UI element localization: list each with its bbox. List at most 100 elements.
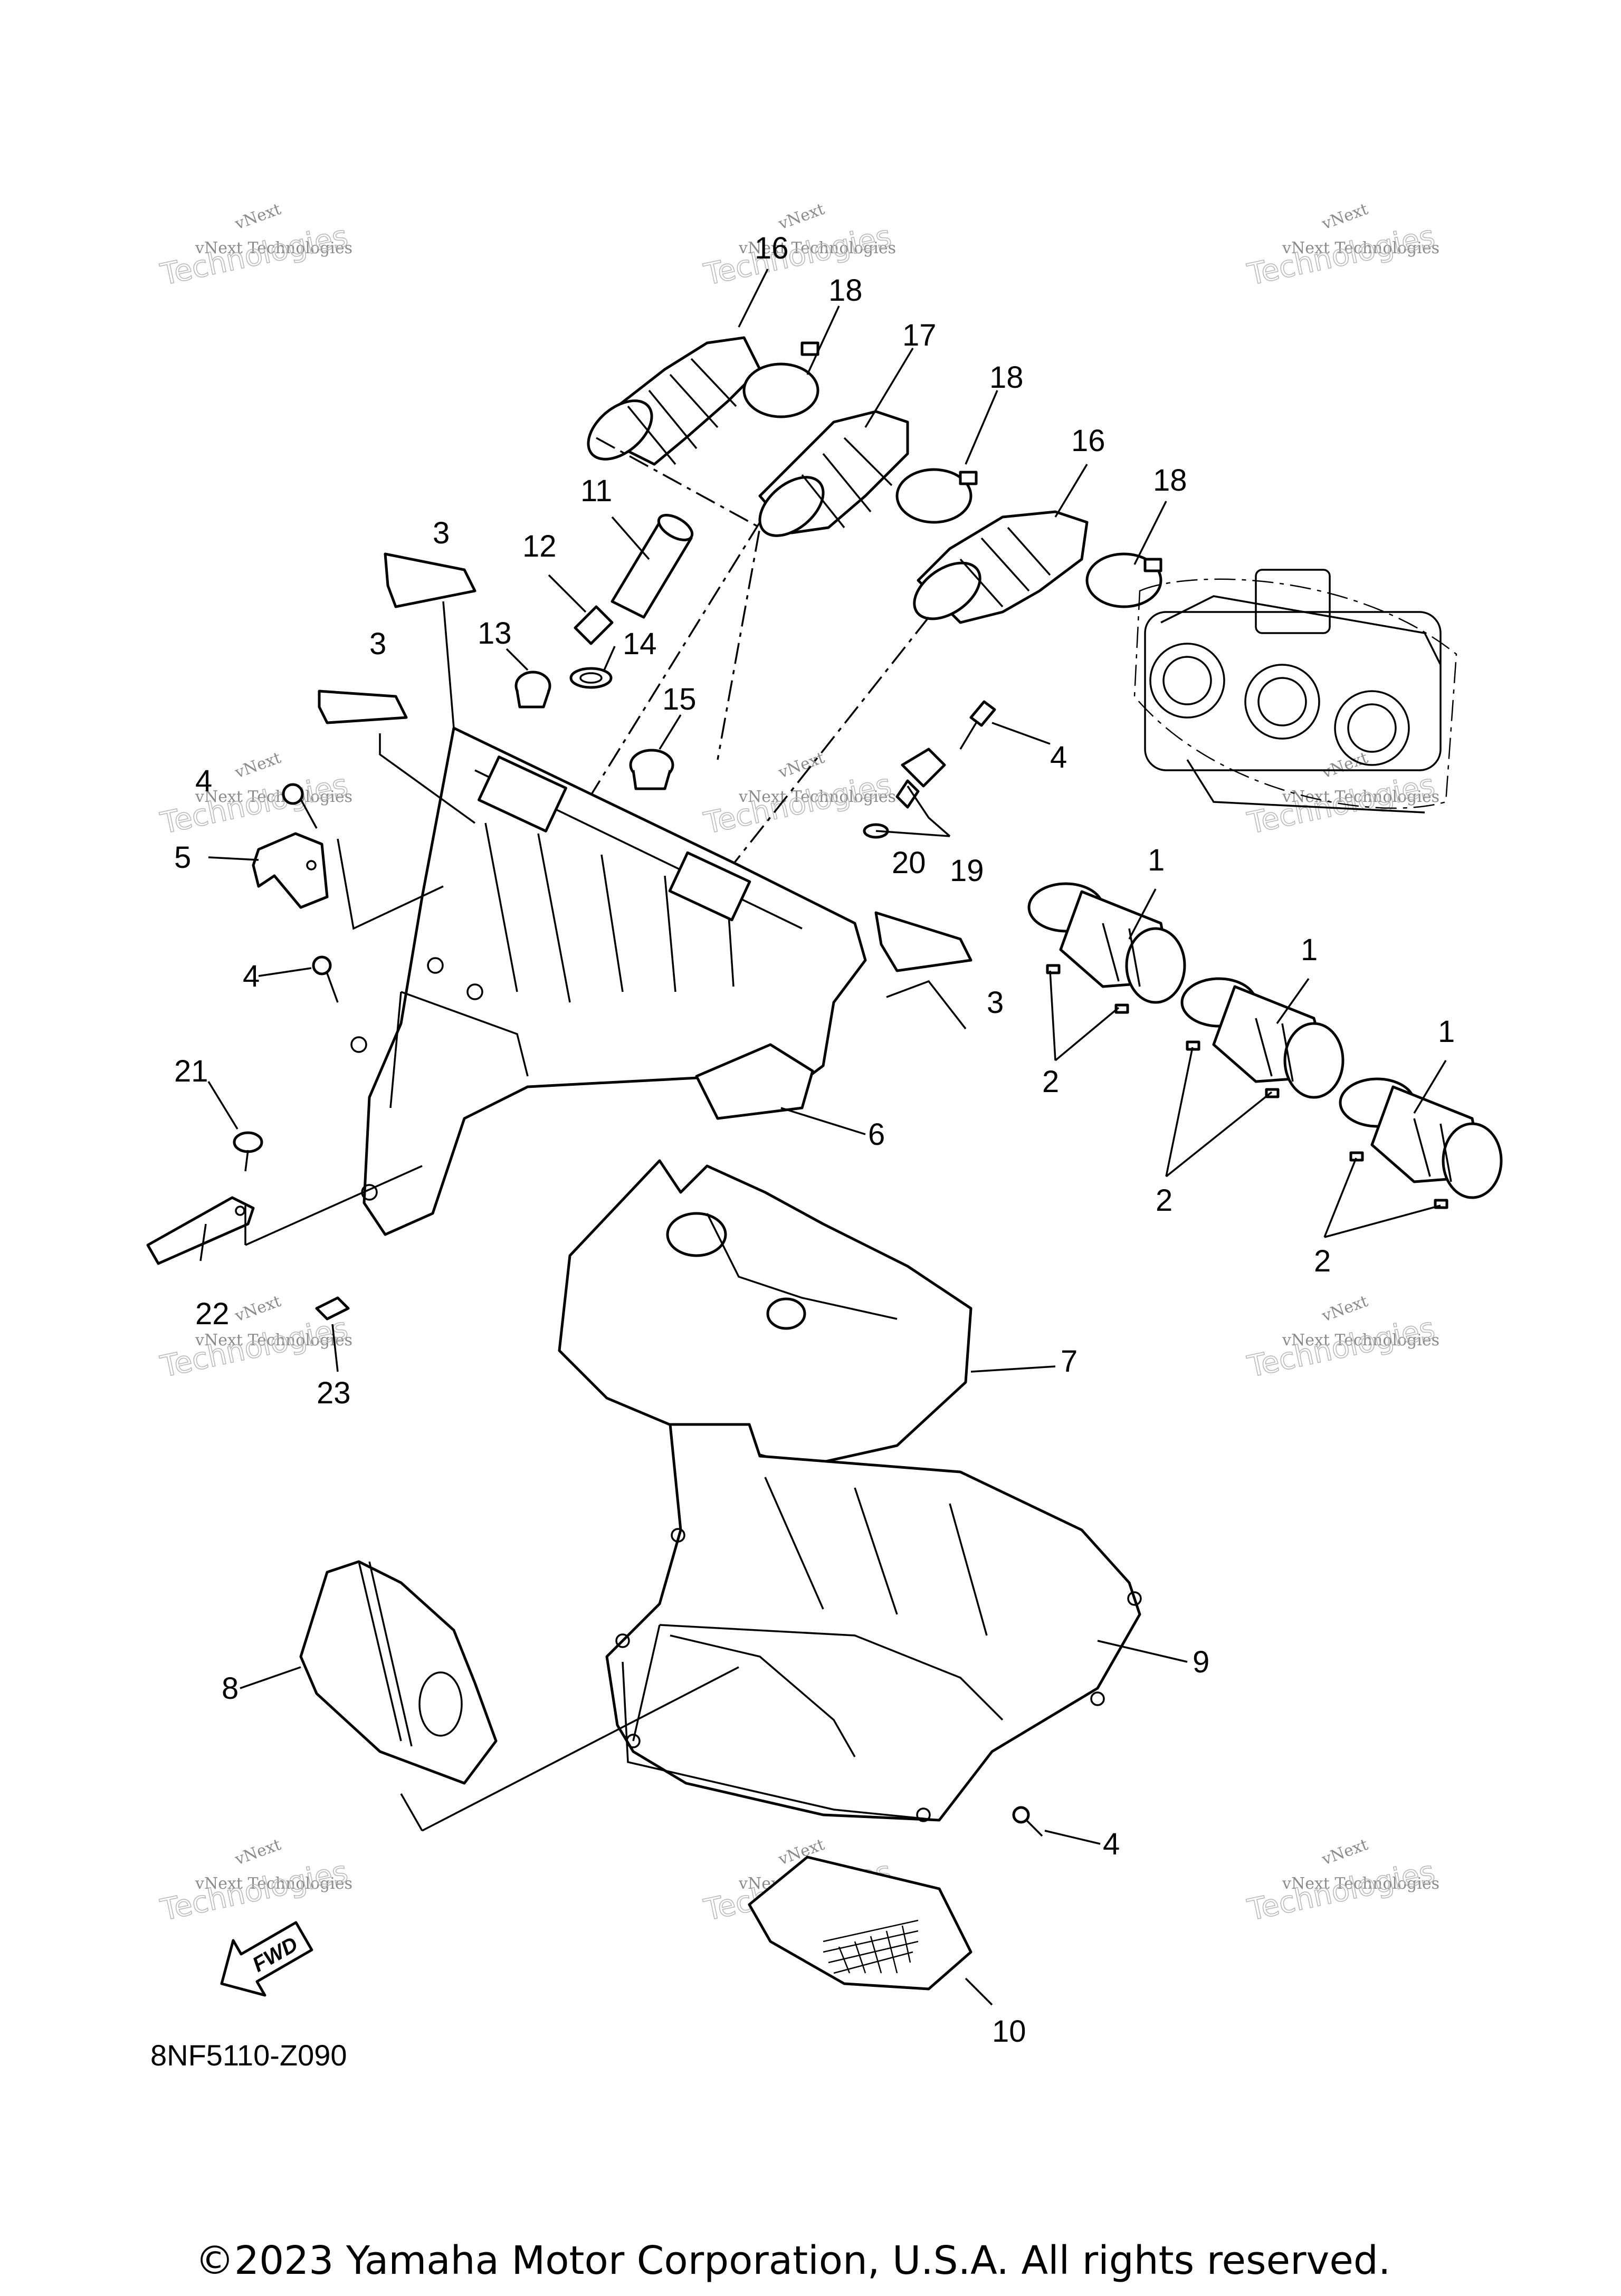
part-19-sensor: [895, 748, 946, 809]
part-22-plate: [146, 1196, 255, 1265]
svg-text:vNext: vNext: [1319, 200, 1370, 234]
part-7-duct-cover: [558, 1159, 972, 1468]
svg-text:vNext Technologies: vNext Technologies: [1282, 1874, 1439, 1893]
svg-text:vNext Technologies: vNext Technologies: [195, 1331, 352, 1350]
air-box-upper-case: [350, 726, 867, 1236]
callout-10: 10: [992, 2014, 1026, 2049]
svg-text:Technologies: Technologies: [1244, 219, 1437, 292]
callout-20: 20: [892, 846, 926, 880]
part-23-clip: [315, 1296, 350, 1321]
bolt-4-d: [1012, 1806, 1043, 1837]
intake-duct-16-right: [913, 510, 1162, 624]
callout-3: 3: [987, 986, 1004, 1020]
svg-text:Technologies: Technologies: [701, 219, 894, 292]
copyright-notice: ©2023 Yamaha Motor Corporation, U.S.A. A…: [195, 2238, 1390, 2283]
callout-12: 12: [522, 529, 557, 563]
throttle-body: [1133, 569, 1457, 814]
watermark: vNext vNext Technologies Technologies: [157, 749, 352, 841]
svg-text:vNext Technologies: vNext Technologies: [738, 239, 896, 257]
callout-3: 3: [369, 627, 386, 661]
bolt-4-a: [282, 783, 318, 829]
callout-9: 9: [1193, 1645, 1209, 1679]
svg-text:vNext Technologies: vNext Technologies: [1282, 239, 1439, 257]
svg-text:Technologies: Technologies: [157, 1311, 350, 1384]
part-3-pad-c: [874, 911, 972, 972]
svg-text:vNext: vNext: [776, 200, 827, 234]
svg-text:vNext Technologies: vNext Technologies: [195, 788, 352, 806]
part-15-grommet: [629, 749, 674, 790]
callout-7: 7: [1061, 1344, 1078, 1379]
part-9-air-box-lower: [605, 1423, 1142, 1822]
svg-text:Technologies: Technologies: [157, 219, 350, 292]
svg-text:Technologies: Technologies: [1244, 1854, 1437, 1928]
callout-1: 1: [1438, 1015, 1455, 1049]
bolt-4-b: [312, 955, 339, 1003]
callout-18: 18: [828, 273, 863, 308]
watermark: vNext vNext Technologies Technologies: [1244, 749, 1439, 841]
callout-22: 22: [195, 1297, 230, 1331]
part-3-pad-a: [384, 552, 476, 608]
callout-16: 16: [755, 231, 789, 265]
watermark: vNext vNext Technologies Technologies: [157, 200, 352, 293]
intake-duct-17: [758, 410, 978, 537]
callout-4: 4: [243, 959, 260, 993]
svg-text:vNext Technologies: vNext Technologies: [195, 239, 352, 257]
callout-5: 5: [174, 840, 191, 875]
callout-2: 2: [1314, 1244, 1331, 1278]
part-3-pad-b: [318, 690, 408, 724]
part-5-bracket: [252, 832, 329, 909]
part-12-grommet: [574, 605, 614, 645]
callout-15: 15: [662, 682, 697, 716]
svg-text:vNext Technologies: vNext Technologies: [738, 788, 896, 806]
watermark: vNext vNext Technologies Technologies: [701, 200, 896, 293]
callout-labels: 16 18 17 18 16 18 11 3 12 3 13 14 15 4 4…: [174, 231, 1455, 2049]
part-11-sleeve: [611, 514, 694, 619]
callout-3: 3: [433, 516, 450, 550]
part-8-pad: [299, 1560, 498, 1785]
leader-lines: [199, 269, 1447, 2006]
callout-14: 14: [623, 627, 657, 661]
svg-text:vNext: vNext: [232, 749, 283, 782]
watermark: vNext vNext Technologies Technologies: [157, 1835, 352, 1928]
callout-18: 18: [1153, 463, 1187, 498]
callout-16: 16: [1071, 424, 1105, 458]
part-21-screw: [233, 1131, 263, 1172]
svg-text:vNext Technologies: vNext Technologies: [1282, 1331, 1439, 1350]
joint-1-c: [1339, 1077, 1503, 1209]
joint-1-b: [1180, 977, 1345, 1099]
svg-text:vNext: vNext: [232, 1835, 283, 1869]
callout-18: 18: [989, 360, 1024, 395]
callout-2: 2: [1042, 1065, 1059, 1099]
diagram-code: 8NF5110-Z090: [150, 2039, 347, 2072]
callout-21: 21: [174, 1054, 208, 1088]
callout-4: 4: [1103, 1827, 1120, 1861]
callout-6: 6: [868, 1117, 885, 1152]
part-13-grommet: [514, 671, 551, 709]
callout-23: 23: [317, 1376, 351, 1410]
svg-text:Technologies: Technologies: [157, 768, 350, 841]
svg-text:Technologies: Technologies: [157, 1854, 350, 1928]
intake-duct-16-top: [587, 336, 819, 466]
svg-text:Technologies: Technologies: [1244, 1311, 1437, 1384]
svg-text:vNext: vNext: [232, 1292, 283, 1326]
svg-text:vNext: vNext: [1319, 1835, 1370, 1869]
svg-text:vNext Technologies: vNext Technologies: [195, 1874, 352, 1893]
svg-text:vNext: vNext: [232, 200, 283, 234]
part-10-screen: [748, 1855, 972, 1991]
svg-text:vNext: vNext: [1319, 1292, 1370, 1326]
callout-17: 17: [902, 318, 937, 352]
callout-1: 1: [1148, 843, 1165, 877]
watermark: vNext vNext Technologies Technologies: [1244, 1292, 1439, 1385]
joint-1-a: [1027, 882, 1186, 1014]
watermark: vNext vNext Technologies Technologies: [1244, 1835, 1439, 1928]
callout-11: 11: [580, 474, 612, 508]
callout-4: 4: [1050, 740, 1067, 774]
alignment-lines: [553, 437, 930, 872]
bolt-4-c: [959, 700, 996, 750]
callout-2: 2: [1156, 1183, 1172, 1218]
part-14-oring: [569, 667, 613, 689]
callout-1: 1: [1301, 933, 1318, 967]
callout-4: 4: [195, 764, 212, 798]
callout-19: 19: [950, 854, 984, 888]
